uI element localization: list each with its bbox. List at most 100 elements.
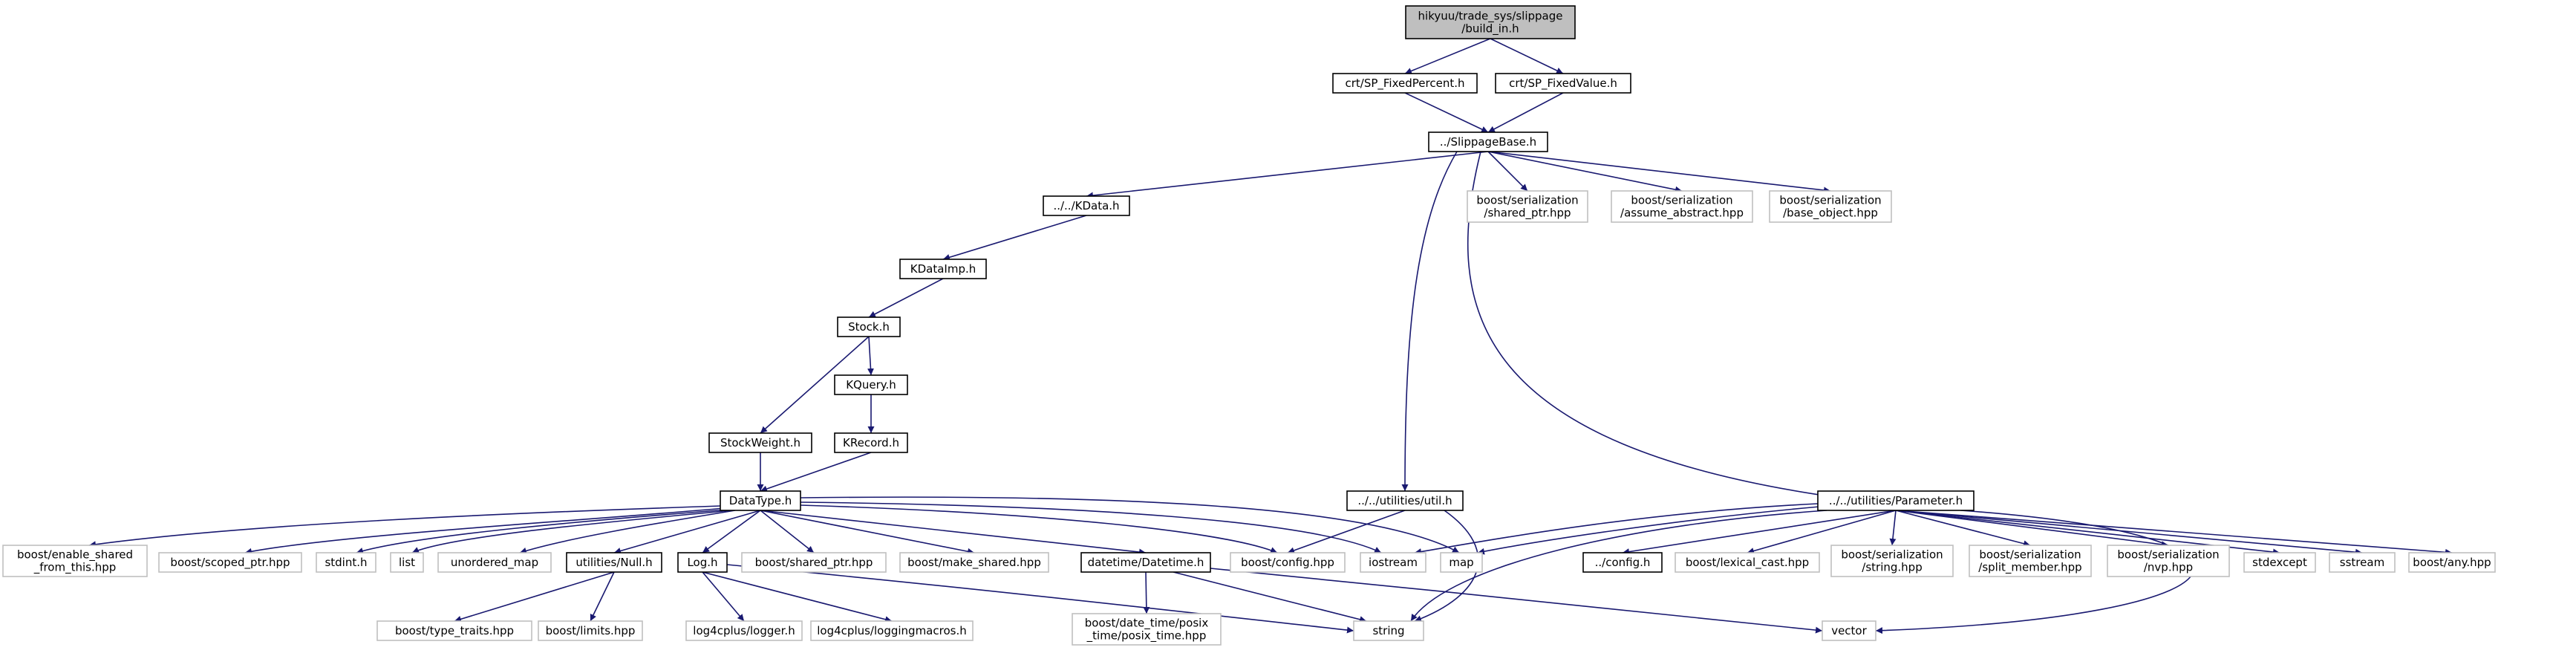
node-btt: boost/type_traits.hpp xyxy=(376,620,532,641)
node-box xyxy=(1467,190,1588,223)
node-label: DataType.h xyxy=(729,494,792,507)
node-fp[interactable]: crt/SP_FixedPercent.h xyxy=(1332,73,1478,94)
node-box xyxy=(1405,5,1576,39)
edge-fv-to-sb xyxy=(1487,92,1564,133)
node-box xyxy=(1969,545,2092,577)
node-bshp: boost/shared_ptr.hpp xyxy=(741,552,887,573)
edge-param-to-cfg xyxy=(1622,510,1897,556)
node-kr[interactable]: KRecord.h xyxy=(834,432,908,453)
node-label: boost/type_traits.hpp xyxy=(395,624,514,638)
node-box xyxy=(316,552,376,573)
node-blim: boost/limits.hpp xyxy=(538,620,643,641)
edge-param-to-bss xyxy=(1889,510,1897,546)
node-cfg[interactable]: ../config.h xyxy=(1582,552,1663,573)
node-box xyxy=(1769,190,1892,223)
node-root[interactable]: hikyuu/trade_sys/slippage/build_in.h xyxy=(1405,5,1576,39)
node-box xyxy=(720,490,801,511)
node-label: stdint.h xyxy=(325,556,367,569)
node-list: list xyxy=(390,552,424,573)
node-label: ../../utilities/util.h xyxy=(1357,494,1452,507)
node-blc: boost/lexical_cast.hpp xyxy=(1675,552,1820,573)
node-box xyxy=(1346,490,1464,511)
node-dt[interactable]: DataType.h xyxy=(720,490,801,511)
node-label: stdexcept xyxy=(2252,556,2307,569)
node-bcfg: boost/config.hpp xyxy=(1230,552,1346,573)
edge-log-to-l4l xyxy=(702,571,745,622)
edge-dtdt-to-vector xyxy=(1210,568,1823,634)
node-box xyxy=(2107,545,2230,577)
node-label: iostream xyxy=(1369,556,1418,569)
edge-dt-to-bshp xyxy=(760,510,815,553)
node-label: /nvp.hpp xyxy=(2144,561,2193,574)
node-util[interactable]: ../../utilities/util.h xyxy=(1346,490,1464,511)
node-null[interactable]: utilities/Null.h xyxy=(566,552,662,573)
node-box xyxy=(1495,73,1631,94)
node-label: map xyxy=(1449,556,1473,569)
node-vector: vector xyxy=(1822,620,1876,641)
node-bssm: boost/serialization/split_member.hpp xyxy=(1969,545,2092,577)
node-box xyxy=(2243,552,2316,573)
node-label: KDataImp.h xyxy=(910,262,976,276)
node-fv[interactable]: crt/SP_FixedValue.h xyxy=(1495,73,1631,94)
node-label: _from_this.hpp xyxy=(33,561,117,575)
node-label: list xyxy=(399,556,415,569)
node-kd[interactable]: ../../KData.h xyxy=(1043,195,1130,216)
node-stdex: stdexcept xyxy=(2243,552,2316,573)
edge-fp-to-sb xyxy=(1404,92,1489,133)
node-st[interactable]: Stock.h xyxy=(837,316,901,337)
node-stdint: stdint.h xyxy=(316,552,376,573)
node-box xyxy=(1611,190,1753,223)
node-label: Stock.h xyxy=(848,320,890,334)
edge-null-to-blim xyxy=(590,571,615,622)
node-label: boost/any.hpp xyxy=(2413,556,2491,569)
node-box xyxy=(566,552,662,573)
node-box xyxy=(899,552,1049,573)
node-box xyxy=(1353,620,1424,641)
node-label: ../config.h xyxy=(1595,556,1651,569)
node-bms: boost/make_shared.hpp xyxy=(899,552,1049,573)
node-box xyxy=(538,620,643,641)
node-label: ../../KData.h xyxy=(1053,199,1119,212)
node-box xyxy=(2329,552,2396,573)
node-label: boost/serialization xyxy=(2117,548,2219,562)
edge-param-to-sstream xyxy=(1895,510,2363,556)
edge-param-to-map xyxy=(1477,506,1820,555)
node-sw[interactable]: StockWeight.h xyxy=(708,432,812,453)
edge-root-to-fp xyxy=(1404,38,1491,74)
node-label: datetime/Datetime.h xyxy=(1088,556,1204,569)
node-label: boost/serialization xyxy=(1841,548,1943,562)
node-sb[interactable]: ../SlippageBase.h xyxy=(1428,131,1548,152)
node-map: map xyxy=(1440,552,1483,573)
node-kdi[interactable]: KDataImp.h xyxy=(899,259,987,279)
node-label: hikyuu/trade_sys/slippage xyxy=(1418,10,1563,24)
node-box xyxy=(390,552,424,573)
node-param[interactable]: ../../utilities/Parameter.h xyxy=(1817,490,1975,511)
node-label: vector xyxy=(1831,624,1867,637)
edge-util-to-bcfg xyxy=(1287,510,1406,554)
node-box xyxy=(899,259,987,279)
node-label: crt/SP_FixedValue.h xyxy=(1509,77,1617,91)
node-box xyxy=(837,316,901,337)
node-label: boost/serialization xyxy=(1476,194,1578,207)
node-sstream: sstream xyxy=(2329,552,2396,573)
node-label: /shared_ptr.hpp xyxy=(1484,207,1571,221)
node-label: Log.h xyxy=(687,556,717,569)
edge-param-to-ios xyxy=(1414,503,1819,555)
node-label: crt/SP_FixedPercent.h xyxy=(1345,77,1464,91)
edge-root-to-fv xyxy=(1490,38,1564,74)
node-kq[interactable]: KQuery.h xyxy=(834,374,908,395)
node-label: boost/serialization xyxy=(1979,548,2081,562)
nodes-layer: hikyuu/trade_sys/slippage/build_in.h crt/… xyxy=(2,5,2496,646)
node-dtdt[interactable]: datetime/Datetime.h xyxy=(1080,552,1211,573)
node-box xyxy=(1072,613,1222,646)
edge-dt-to-bcfg xyxy=(800,504,1278,553)
node-log[interactable]: Log.h xyxy=(677,552,728,573)
edge-dt-to-umap xyxy=(519,510,736,554)
node-label: /string.hpp xyxy=(1862,561,1922,574)
edge-dt-to-ios xyxy=(800,501,1382,553)
node-box xyxy=(437,552,552,573)
edge-param-to-bany xyxy=(1895,510,2453,556)
node-box xyxy=(1822,620,1876,641)
edge-log-to-l4m xyxy=(702,571,893,623)
